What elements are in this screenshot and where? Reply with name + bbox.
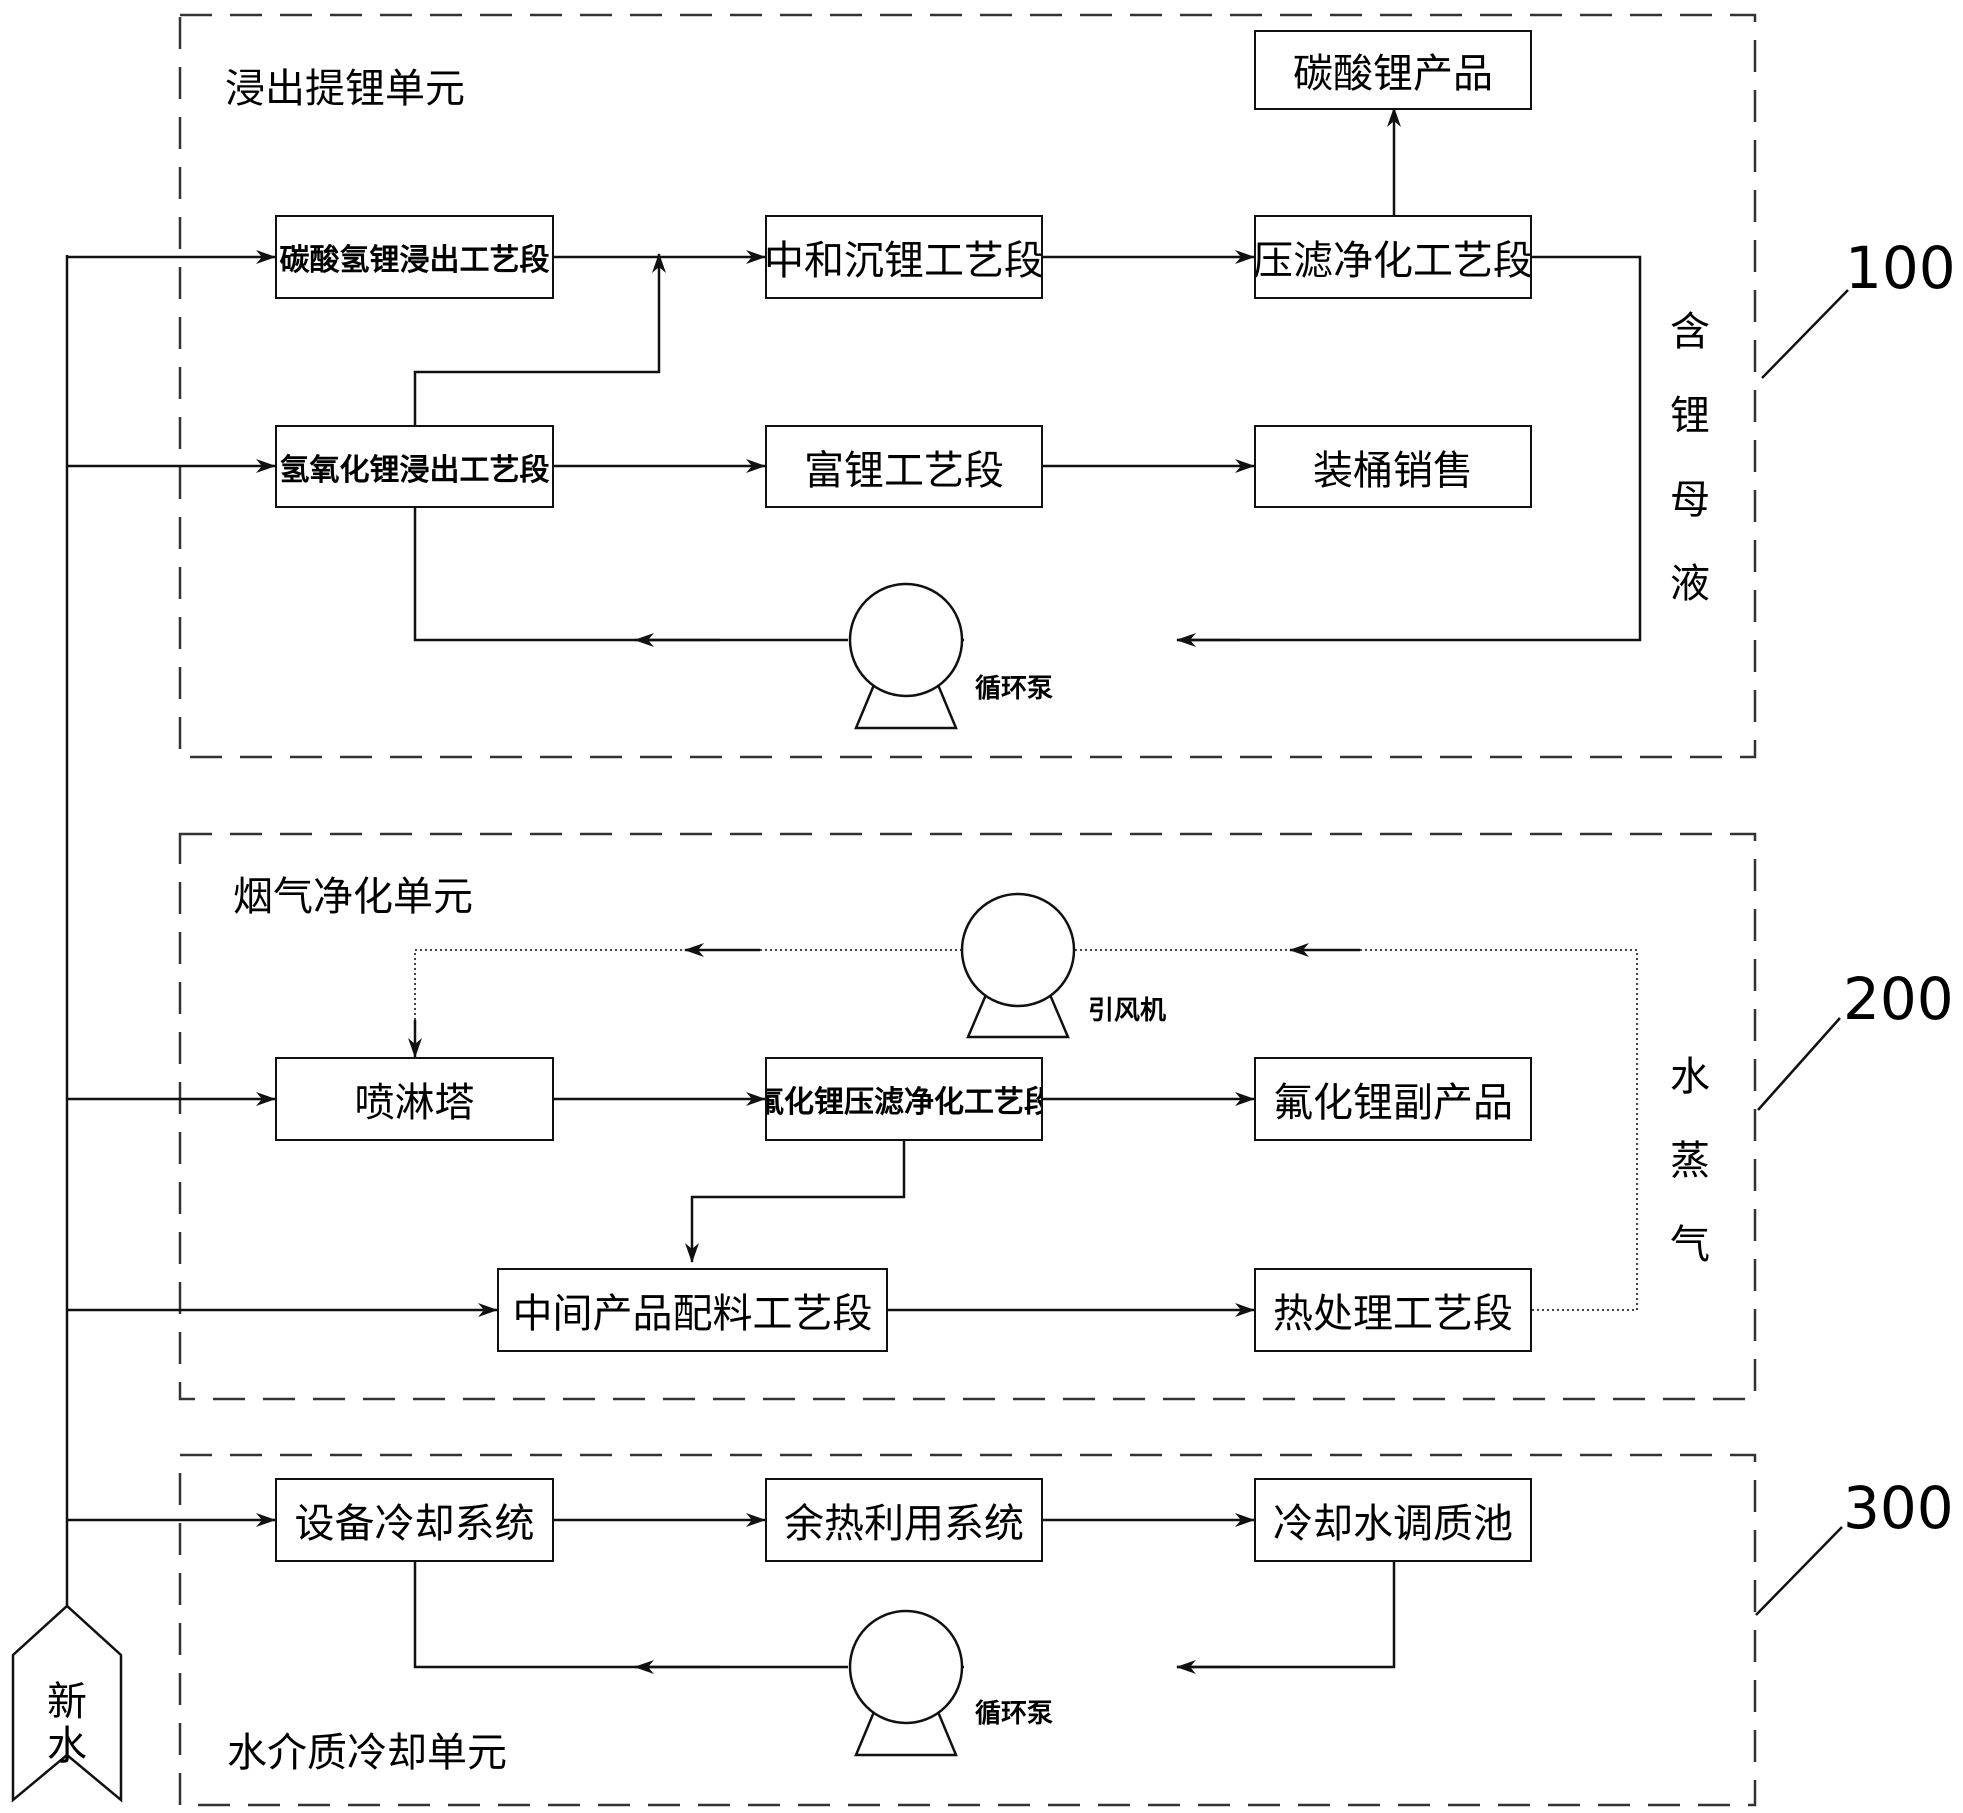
ref-100-leader <box>1761 289 1849 379</box>
ref-number-300: 300 <box>1843 1474 1954 1542</box>
lithium-mother-liquor-label: 含锂母液 <box>1670 309 1710 607</box>
lioh-leaching-box: 氢氧化锂浸出工艺段 <box>275 425 554 508</box>
cooling-pump-icon <box>848 1609 964 1757</box>
leaching-unit-frame <box>178 13 1757 759</box>
water-cooling-unit-frame <box>178 1453 1757 1807</box>
flue-gas-unit-title: 烟气净化单元 <box>233 874 473 920</box>
li2co3-product-box: 碳酸锂产品 <box>1254 30 1532 110</box>
induced-draft-fan-icon <box>960 892 1076 1039</box>
lihco3-leaching-box: 碳酸氢锂浸出工艺段 <box>275 215 554 299</box>
waste-heat-utilization-box: 余热利用系统 <box>765 1478 1043 1562</box>
ref-200-leader <box>1757 1017 1841 1111</box>
lif-byproduct-box: 氟化锂副产品 <box>1254 1057 1532 1141</box>
leaching-unit-title: 浸出提锂单元 <box>225 66 465 112</box>
circulation-pump-icon <box>848 582 964 730</box>
fresh-water-inlet-icon <box>11 1604 123 1803</box>
filter-press-purification-box: 压滤净化工艺段 <box>1254 215 1532 299</box>
ref-number-200: 200 <box>1843 965 1954 1033</box>
ref-300-leader <box>1755 1526 1843 1616</box>
lif-filter-purification-box: 氟化锂压滤净化工艺段 <box>765 1057 1043 1141</box>
fresh-water-label: 新水 <box>47 1679 87 1769</box>
heat-treatment-box: 热处理工艺段 <box>1254 1268 1532 1352</box>
spray-tower-box: 喷淋塔 <box>275 1057 554 1141</box>
lithium-enrichment-box: 富锂工艺段 <box>765 425 1043 508</box>
water-cooling-unit-title: 水介质冷却单元 <box>227 1730 507 1776</box>
barrel-sales-box: 装桶销售 <box>1254 425 1532 508</box>
neutralization-precipitation-box: 中和沉锂工艺段 <box>765 215 1043 299</box>
cooling-pump-label: 循环泵 <box>975 1699 1054 1729</box>
induced-draft-fan-label: 引风机 <box>1088 996 1167 1026</box>
equipment-cooling-box: 设备冷却系统 <box>275 1478 554 1562</box>
cooling-water-conditioning-pool-box: 冷却水调质池 <box>1254 1478 1532 1562</box>
flue-gas-unit-frame <box>178 832 1757 1401</box>
water-vapor-label: 水蒸气 <box>1670 1054 1710 1268</box>
ref-number-100: 100 <box>1845 234 1956 302</box>
circulation-pump-label: 循环泵 <box>975 674 1054 704</box>
intermediate-batching-box: 中间产品配料工艺段 <box>497 1268 888 1352</box>
